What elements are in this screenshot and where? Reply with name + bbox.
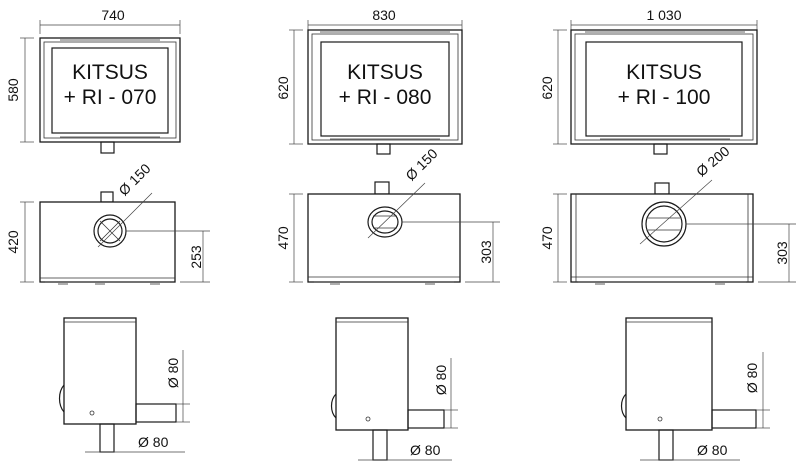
model-1-side-vertical-diameter-label: Ø 80 <box>165 358 181 389</box>
model-1-front-height-label: 580 <box>5 78 21 102</box>
model-2-top-view: Ø 150 303 470 <box>275 145 500 285</box>
model-2-flue-offset-label: 303 <box>478 240 494 264</box>
model-1-name-line1: KITSUS <box>72 61 148 84</box>
model-1-name-line2: + RI - 070 <box>64 86 157 109</box>
model-1-front-width-label: 740 <box>101 7 125 23</box>
model-3-top-depth-label: 470 <box>539 226 555 250</box>
model-2-side-horizontal-diameter-label: Ø 80 <box>410 442 441 458</box>
model-2-front-width-label: 830 <box>372 7 396 23</box>
model-2-name-line2: + RI - 080 <box>339 86 432 109</box>
model-2-side-vertical-diameter-label: Ø 80 <box>433 365 449 396</box>
model-3-front-height-label: 620 <box>539 76 555 100</box>
model-3-side-vertical-diameter-label: Ø 80 <box>744 363 760 394</box>
model-2-side-view: Ø 80 Ø 80 <box>330 317 458 461</box>
model-3-name-line1: KITSUS <box>626 61 702 84</box>
model-3-name-line2: + RI - 100 <box>618 86 711 109</box>
model-2-top-depth-label: 470 <box>275 226 291 250</box>
model-3-side-horizontal-diameter-label: Ø 80 <box>697 442 728 458</box>
model-1-top-depth-label: 420 <box>5 230 21 254</box>
model-2-front-height-label: 620 <box>275 76 291 100</box>
model-3-flue-diameter-label: Ø 200 <box>693 143 733 180</box>
model-3-front-width-label: 1 030 <box>646 7 681 23</box>
model-3-front-view: 1 030 620 KITSUS + RI - 100 <box>539 7 758 155</box>
model-3-top-view: Ø 200 303 470 <box>539 143 796 285</box>
model-1-side-view: Ø 80 Ø 80 <box>58 317 190 453</box>
model-1-front-view: 740 580 KITSUS + RI - 070 <box>5 7 181 154</box>
model-3-flue-offset-label: 303 <box>774 241 790 265</box>
model-1-top-view: Ø 150 253 420 <box>5 160 210 285</box>
model-1-flue-offset-label: 253 <box>188 245 204 269</box>
model-1-flue-diameter-label: Ø 150 <box>115 160 153 198</box>
model-3-side-view: Ø 80 Ø 80 <box>620 317 770 461</box>
model-2-front-view: 830 620 KITSUS + RI - 080 <box>275 7 463 155</box>
model-2-flue-diameter-label: Ø 150 <box>402 145 440 183</box>
model-1-side-horizontal-diameter-label: Ø 80 <box>138 434 169 450</box>
model-2-name-line1: KITSUS <box>347 61 423 84</box>
